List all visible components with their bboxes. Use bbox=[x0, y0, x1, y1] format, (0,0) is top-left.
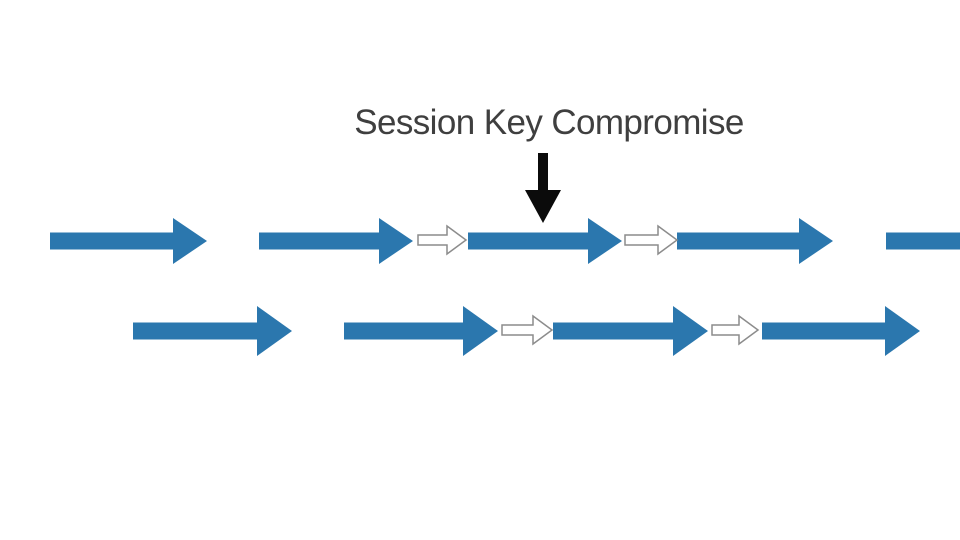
process-arrow bbox=[50, 218, 207, 264]
transition-arrow bbox=[501, 314, 554, 346]
process-arrow bbox=[259, 218, 413, 264]
process-arrow bbox=[553, 306, 708, 356]
transition-arrow bbox=[624, 224, 679, 256]
transition-arrow bbox=[417, 224, 468, 256]
annotation-down-arrow bbox=[525, 153, 561, 223]
process-arrow bbox=[762, 306, 920, 356]
process-arrow bbox=[133, 306, 292, 356]
process-arrow bbox=[344, 306, 498, 356]
process-arrow bbox=[677, 218, 833, 264]
slide-title: Session Key Compromise bbox=[354, 103, 744, 142]
transition-arrow bbox=[711, 314, 760, 346]
process-arrow bbox=[886, 232, 960, 250]
process-arrow bbox=[468, 218, 622, 264]
